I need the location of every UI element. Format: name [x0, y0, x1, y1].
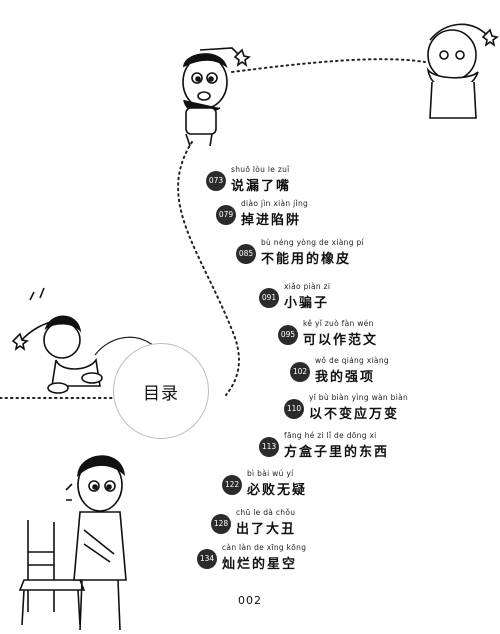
entry-title: 方盒子里的东西	[284, 445, 390, 460]
page-number-badge: 091	[259, 288, 279, 308]
entry-title: 出了大丑	[236, 522, 297, 537]
entry-title: 以不变应万变	[309, 407, 400, 422]
page-number-badge: 128	[211, 514, 231, 534]
entry-pinyin: shuō lòu le zuǐ	[231, 165, 290, 174]
page-number-badge: 073	[206, 171, 226, 191]
entry-title: 小骗子	[284, 296, 330, 311]
entry-title: 必败无疑	[247, 483, 308, 498]
entry-pinyin: fāng hé zi lǐ de dōng xi	[284, 431, 377, 440]
entry-pinyin: bù néng yòng de xiàng pí	[261, 238, 364, 247]
page-number-badge: 085	[236, 244, 256, 264]
entry-title: 我的强项	[315, 370, 376, 385]
entry-pinyin: kě yǐ zuò fàn wén	[303, 319, 374, 328]
entry-title: 不能用的橡皮	[261, 252, 352, 267]
character-boy-chair	[18, 455, 127, 631]
page-number-badge: 134	[197, 549, 217, 569]
page-number-badge: 110	[284, 399, 304, 419]
toc-heading: 目录	[113, 343, 209, 439]
page-number-badge: 102	[290, 362, 310, 382]
entry-pinyin: yǐ bù biàn yìng wàn biàn	[309, 393, 409, 402]
page-number: 002	[238, 594, 262, 607]
character-old-man	[426, 23, 499, 119]
page-number-badge: 079	[216, 205, 236, 225]
entry-pinyin: chū le dà chǒu	[236, 508, 296, 517]
page-number-badge: 095	[278, 325, 298, 345]
entry-pinyin: bì bài wú yí	[247, 469, 294, 478]
page-number-badge: 113	[259, 437, 279, 457]
dotted-path-left	[177, 141, 240, 396]
entry-pinyin: càn làn de xīng kōng	[222, 543, 307, 552]
entry-title: 掉进陷阱	[241, 213, 302, 228]
entry-pinyin: xiǎo piàn zi	[284, 282, 331, 291]
dotted-path-top	[231, 58, 426, 73]
entry-pinyin: wǒ de qiáng xiàng	[315, 356, 389, 365]
entry-pinyin: diào jìn xiàn jǐng	[241, 199, 309, 208]
entry-title: 可以作范文	[303, 333, 379, 348]
page-number-badge: 122	[222, 475, 242, 495]
entry-title: 说漏了嘴	[231, 179, 292, 194]
character-boy-jumping	[11, 287, 103, 394]
entry-title: 灿烂的星空	[222, 557, 298, 572]
character-boy-top	[182, 47, 251, 147]
